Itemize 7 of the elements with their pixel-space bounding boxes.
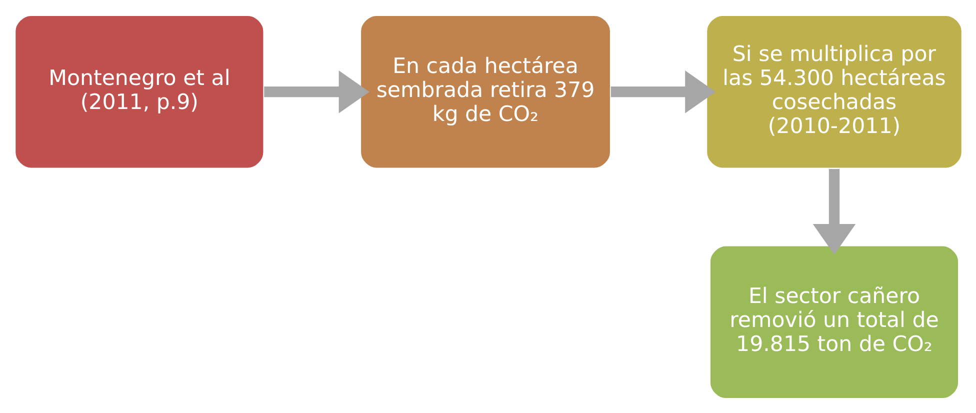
node-box: En cada hectárea sembrada retira 379 kg de CO₂	[359, 14, 611, 169]
arrow	[264, 70, 369, 113]
arrow	[812, 168, 856, 254]
node-box: El sector cañero removió un total de 19.815 ton de CO₂	[708, 244, 959, 399]
node-box: Si se multiplica por las 54.300 hectáreas cosechadas (2010-2011)	[705, 14, 962, 169]
node-box: Montenegro et al (2011, p.9)	[14, 14, 264, 169]
arrow	[610, 70, 716, 113]
